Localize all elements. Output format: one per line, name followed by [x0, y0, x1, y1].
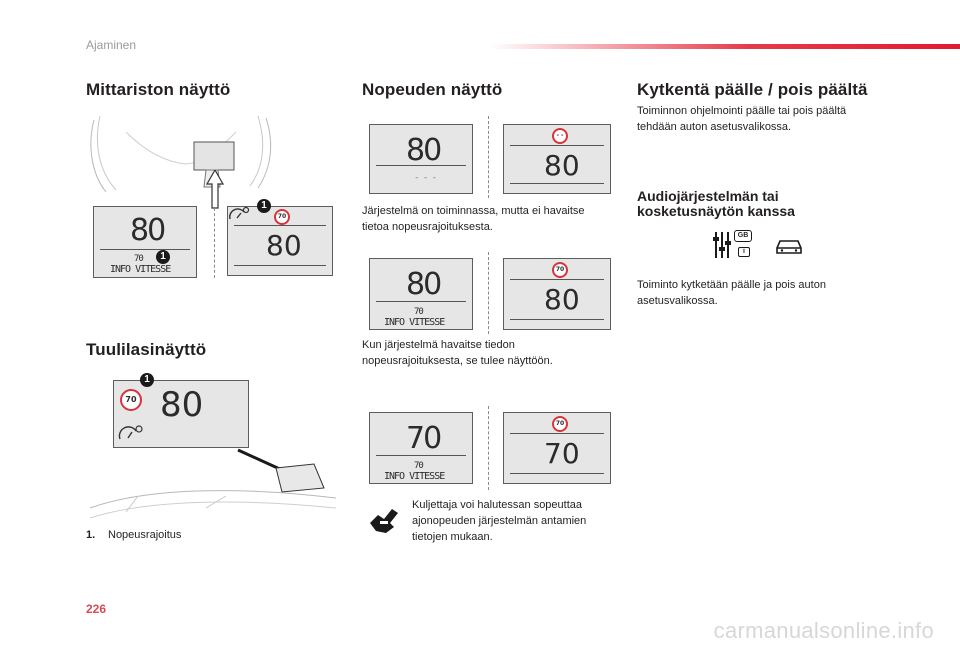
separator-line — [376, 165, 466, 166]
screen-row2-left: 80 70 INFO VITESSE — [369, 258, 473, 330]
hud-speed-limit-sign: 70 — [120, 389, 142, 411]
gb-icon-label: GB — [734, 230, 752, 242]
speed-value: 80 — [544, 283, 580, 316]
windscreen-display-title: Tuulilasinäyttö — [86, 340, 207, 359]
driver-hand-icon — [370, 509, 398, 533]
screen-row3-left: 70 70 INFO VITESSE — [369, 412, 473, 484]
marker-badge: 1 — [140, 373, 154, 387]
screen-row1-right: 80 - - — [503, 124, 611, 194]
limit-value: 70 — [414, 461, 424, 471]
settings-icon: GB i — [712, 229, 754, 261]
speed-limit-sign: - - — [552, 128, 568, 144]
driver-advice-text: Kuljettaja voi halutessan sopeuttaa ajon… — [412, 499, 587, 543]
car-icon — [776, 240, 802, 254]
separator-line — [234, 265, 326, 266]
divider — [214, 208, 215, 278]
screen-row1-left: 80 - - - — [369, 124, 473, 194]
cluster-screen: 80 70 INFO VITESSE 1 — [93, 206, 197, 278]
speed-display-title: Nopeuden näyttö — [362, 80, 503, 99]
footnote-number: 1. — [86, 529, 96, 541]
alt-cluster-screen: 80 70 — [227, 206, 333, 276]
info-text: INFO VITESSE — [384, 317, 445, 328]
page-number: 226 — [86, 602, 107, 616]
speed-limit-sign: 70 — [274, 209, 290, 225]
info-icon-label: i — [738, 247, 750, 257]
divider — [488, 252, 489, 334]
marker-badge: 1 — [156, 250, 170, 264]
limit-value: 70 — [134, 254, 144, 264]
separator-line — [100, 249, 190, 250]
speed-limiter-icon — [118, 425, 143, 440]
audio-system-subtitle: Audiojärjestelmän tai kosketusnäytön kan… — [637, 188, 795, 219]
separator-line — [510, 183, 604, 184]
on-off-title: Kytkentä päälle / pois päältä — [637, 80, 868, 99]
caption-row1: Järjestelmä on toiminnassa, mutta ei hav… — [362, 205, 585, 233]
separator-line — [510, 319, 604, 320]
footnote-text: Nopeusrajoitus — [108, 529, 182, 541]
speed-value: 70 — [406, 421, 442, 456]
separator-line — [234, 225, 326, 226]
dashboard-illustration — [90, 115, 272, 193]
info-text: INFO VITESSE — [384, 471, 445, 482]
separator-line — [376, 301, 466, 302]
speed-value: 80 — [406, 267, 442, 302]
limit-value: 70 — [414, 307, 424, 317]
activation-text: Toiminto kytketään päälle ja pois auton … — [637, 279, 826, 307]
separator-line — [510, 279, 604, 280]
speed-limiter-icon — [229, 206, 250, 220]
separator-line — [510, 145, 604, 146]
screen-row3-right: 70 70 — [503, 412, 611, 484]
windscreen-illustration — [89, 448, 337, 519]
speed-value: 80 — [544, 149, 580, 182]
instrument-display-title: Mittariston näyttö — [86, 80, 231, 99]
watermark: carmanualsonline.info — [713, 618, 934, 643]
speed-limit-sign: 70 — [552, 416, 568, 432]
speed-value: 70 — [544, 437, 580, 470]
divider — [488, 116, 489, 198]
pointer-arrow — [205, 170, 225, 209]
info-text: INFO VITESSE — [110, 264, 171, 275]
speed-limit-sign: 70 — [552, 262, 568, 278]
speed-value: 80 — [266, 229, 302, 262]
separator-line — [376, 455, 466, 456]
no-info-dashes: - - - — [414, 173, 437, 183]
on-off-text: Toiminnon ohjelmointi päälle tai pois pä… — [637, 105, 847, 133]
marker-badge: 1 — [257, 199, 271, 213]
screen-row2-right: 80 70 — [503, 258, 611, 330]
speed-value: 80 — [130, 213, 166, 248]
section-label: Ajaminen — [86, 38, 137, 52]
separator-line — [510, 473, 604, 474]
caption-row2: Kun järjestelmä havaitse tiedon nopeusra… — [362, 339, 553, 367]
header-accent-bar — [490, 44, 960, 49]
divider — [488, 406, 489, 490]
speed-value: 80 — [406, 133, 442, 168]
separator-line — [510, 433, 604, 434]
hud-speed-value: 80 — [160, 385, 204, 425]
hud-screen: 80 70 — [113, 380, 249, 448]
